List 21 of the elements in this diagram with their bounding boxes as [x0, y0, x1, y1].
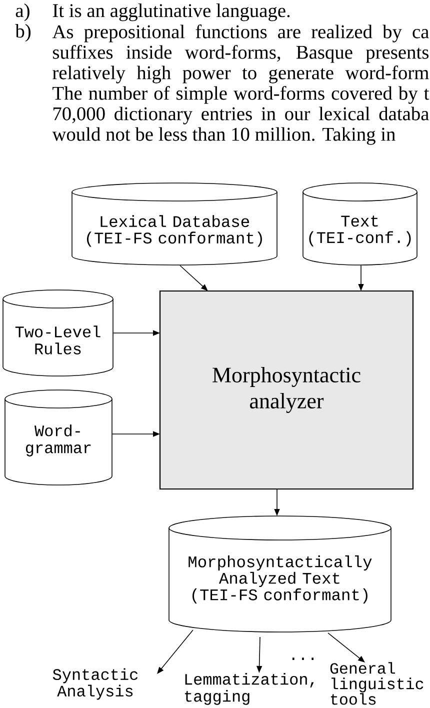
node-label: Morphosyntactically Analyzed Text (TEI-FS conformant) — [188, 555, 372, 604]
node-label: Text (TEI-conf.) — [309, 216, 411, 246]
list-marker: b) — [15, 24, 31, 42]
body-text: It is an agglutinative language. — [52, 4, 290, 22]
output-text: Syntactic Analysis — [52, 668, 138, 700]
process-box: Morphosyntactic analyzer — [159, 290, 414, 490]
output-text: Lemmatization, tagging — [184, 673, 314, 705]
database-cylinder: Lexical Database (TEI-FS conformant) — [72, 182, 278, 266]
database-cylinder: Two-Level Rules — [2, 290, 114, 376]
database-cylinder: Text (TEI-conf.) — [302, 182, 418, 266]
node-label: Lexical Database (TEI-FS conformant) — [87, 215, 262, 247]
output-text: General linguistic tools — [330, 662, 424, 705]
database-cylinder: Morphosyntactically Analyzed Text (TEI-FS conformant) — [168, 516, 392, 632]
list-marker: a) — [16, 4, 30, 22]
paragraph-text: As prepositional functions are realized by ca suffixes inside word-forms, Basque presents relatively high power to generate word-form The number of simple word-forms covered by t 70,000 dictionary entries in our lexical databa would not be less than 10 million. Taking in — [52, 24, 430, 145]
arrow — [157, 630, 194, 674]
node-label: Two-Level Rules — [15, 326, 100, 354]
ellipsis: ... — [292, 658, 314, 660]
node-label: Word- grammar — [26, 424, 91, 456]
arrow — [180, 265, 208, 291]
database-cylinder: Word- grammar — [4, 390, 112, 486]
